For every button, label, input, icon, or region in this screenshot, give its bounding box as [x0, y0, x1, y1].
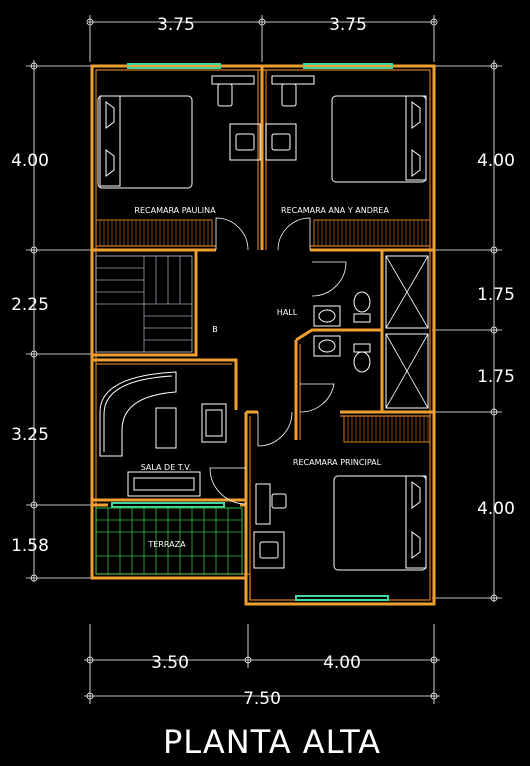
label-bedroom-paulina: RECAMARA PAULINA: [134, 206, 216, 215]
dim-right-2: 1.75: [477, 285, 515, 305]
stairs: [95, 255, 193, 353]
label-terrace: TERRAZA: [147, 540, 186, 549]
tv-room-furniture: [99, 371, 227, 497]
label-b: B: [212, 325, 218, 334]
dim-right-3: 1.75: [477, 367, 515, 387]
dim-left-1: 4.00: [11, 151, 49, 171]
windows: [111, 63, 393, 601]
dim-top-right: 3.75: [329, 15, 367, 35]
label-master-bedroom: RECAMARA PRINCIPAL: [293, 458, 382, 467]
plan-title: PLANTA ALTA: [163, 723, 381, 761]
dim-bottom-total: 7.50: [243, 689, 281, 709]
label-hall: HALL: [277, 308, 298, 317]
beds: [97, 95, 427, 571]
desks: [211, 75, 315, 569]
label-tv-room: SALA DE T.V.: [141, 463, 192, 472]
walls: [90, 64, 436, 606]
bathroom: [313, 255, 429, 409]
dim-top-left: 3.75: [157, 15, 195, 35]
dim-bottom-right: 4.00: [323, 653, 361, 673]
dim-right-4: 4.00: [477, 499, 515, 519]
label-bedroom-ana-andrea: RECAMARA ANA Y ANDREA: [281, 206, 389, 215]
dim-right-1: 4.00: [477, 151, 515, 171]
dim-bottom-left: 3.50: [151, 653, 189, 673]
closets: [95, 219, 431, 443]
doors: [209, 217, 347, 505]
dim-left-2: 2.25: [11, 295, 49, 315]
dimension-lines: [26, 15, 502, 704]
dim-left-3: 3.25: [11, 425, 49, 445]
terrace-tiles: [95, 507, 243, 575]
dim-left-4: 1.58: [11, 536, 49, 556]
